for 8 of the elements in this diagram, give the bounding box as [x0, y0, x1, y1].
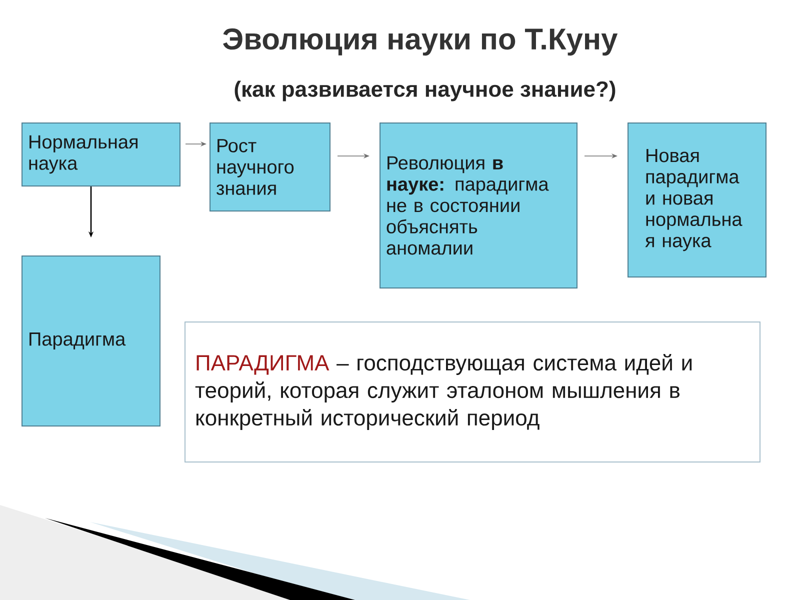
process-box: Нормальная наука — [22, 122, 180, 186]
process-box: Революция в науке: парадигма не в состоянии объяснять аномалии — [380, 122, 578, 288]
process-box: Рост научного знания — [210, 122, 330, 212]
process-box: Парадигма — [22, 256, 160, 426]
process-box: Новая парадигма и новая нормальна я наука — [628, 122, 766, 278]
title: Эволюция науки по Т.Куну — [223, 28, 618, 56]
definition-box: ПАРАДИГМА – господствующая система идей и теорий, которая служит эталоном мышления в конкретный исторический период — [184, 322, 760, 462]
subtitle: (как развивается научное знание?) — [234, 80, 616, 102]
